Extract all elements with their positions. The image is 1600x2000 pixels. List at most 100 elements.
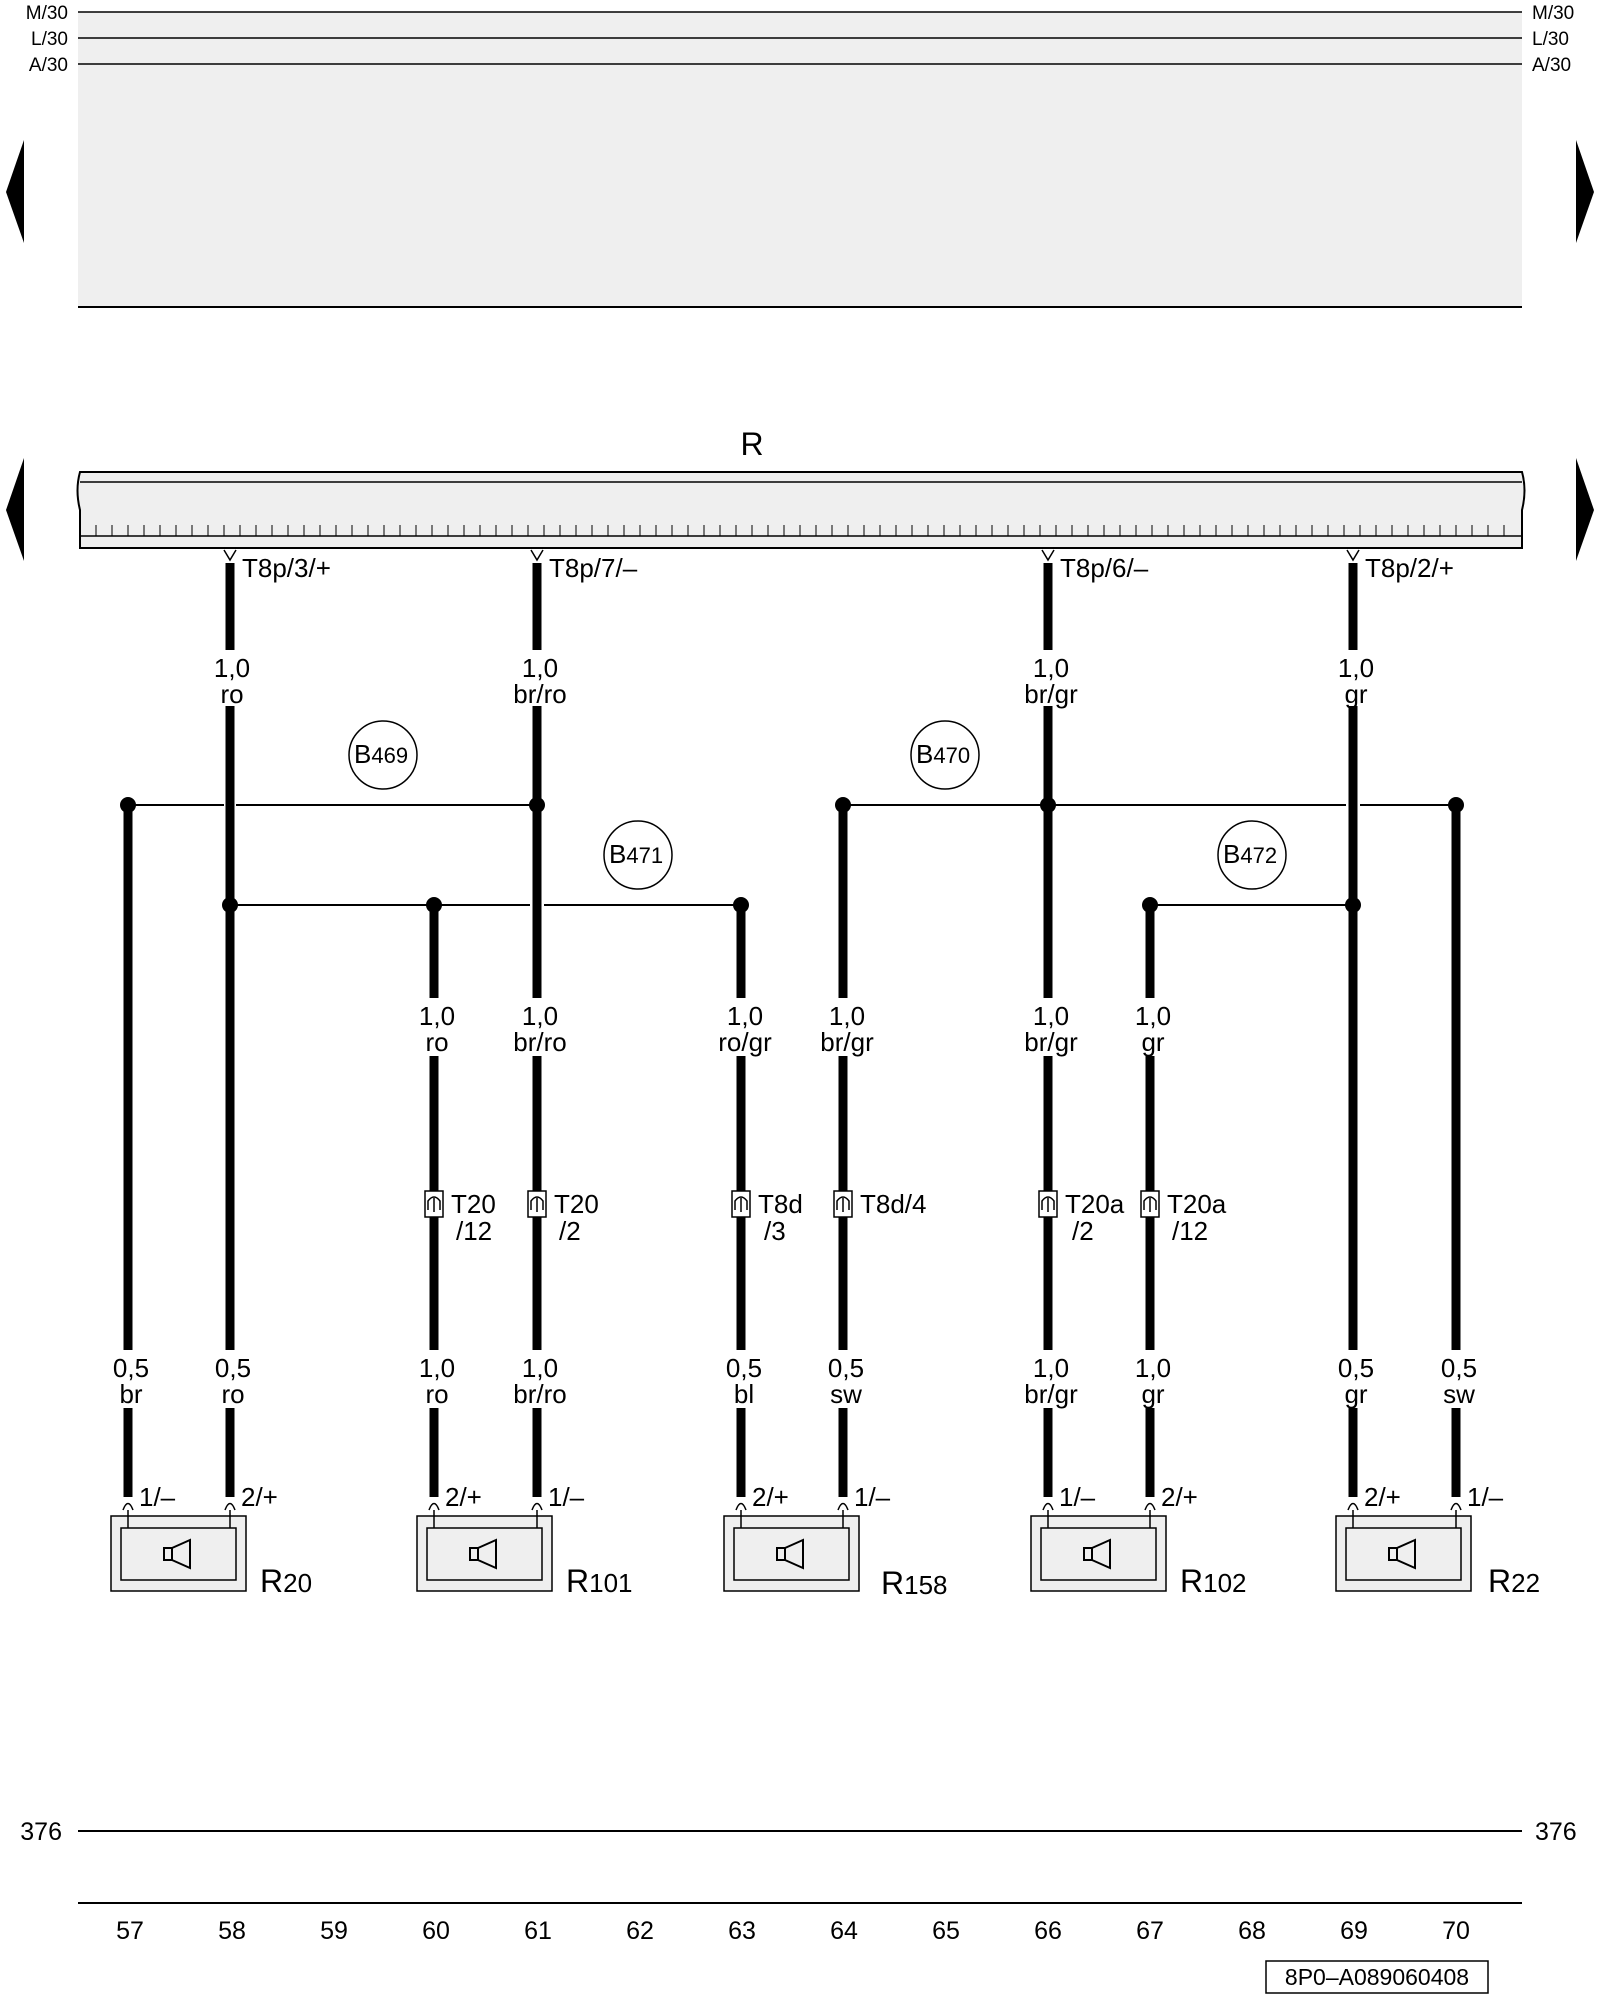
- wire-label-upper: 1,0 br/gr: [1018, 650, 1084, 709]
- svg-text:/3: /3: [764, 1216, 786, 1246]
- svg-text:1,0: 1,0: [1033, 653, 1069, 683]
- wire-label-mid: 1,0 br/gr: [1018, 998, 1084, 1057]
- column-number: 61: [524, 1917, 552, 1945]
- svg-text:1,0: 1,0: [1033, 1001, 1069, 1031]
- radio-pin-label: T8p/6/–: [1060, 553, 1149, 583]
- column-number: 66: [1034, 1917, 1062, 1945]
- svg-text:T20: T20: [451, 1189, 496, 1219]
- svg-text:R20: R20: [260, 1563, 312, 1599]
- speaker-pin-terminals: [122, 1502, 1462, 1511]
- speaker-pin-label: 1/–: [854, 1482, 891, 1512]
- speaker-icon: [163, 1538, 191, 1570]
- svg-text:0,5: 0,5: [215, 1353, 251, 1383]
- connector-t20-2: T20 /2: [527, 1189, 599, 1246]
- svg-text:T20a: T20a: [1167, 1189, 1227, 1219]
- arrow-left-icon[interactable]: [6, 458, 24, 561]
- svg-text:1,0: 1,0: [727, 1001, 763, 1031]
- svg-text:br/gr: br/gr: [1024, 679, 1078, 709]
- connector-t20-12: T20 /12: [424, 1189, 496, 1246]
- svg-text:1,0: 1,0: [419, 1001, 455, 1031]
- connector-t20a-2: T20a /2: [1038, 1189, 1125, 1246]
- rail-label-right: L/30: [1532, 29, 1569, 50]
- wire-label-low: 0,5 sw: [1437, 1350, 1479, 1409]
- speaker-r101: R101: [416, 1510, 633, 1599]
- wire-label-mid: 1,0 ro/gr: [711, 998, 777, 1057]
- svg-text:1,0: 1,0: [1135, 1353, 1171, 1383]
- rail-label-right: M/30: [1532, 3, 1574, 24]
- svg-text:0,5: 0,5: [1338, 1353, 1374, 1383]
- splice-dots: [120, 797, 1464, 913]
- splice-b470: B470: [910, 720, 980, 790]
- column-number: 70: [1442, 1917, 1470, 1945]
- svg-text:ro: ro: [425, 1027, 448, 1057]
- svg-text:gr: gr: [1344, 679, 1367, 709]
- speaker-pin-label: 2/+: [445, 1482, 482, 1512]
- svg-text:sw: sw: [830, 1379, 862, 1409]
- svg-text:1,0: 1,0: [1033, 1353, 1069, 1383]
- speaker-r22: R22: [1335, 1510, 1540, 1599]
- wire-label-low: 0,5 br: [110, 1350, 150, 1409]
- svg-text:B469: B469: [354, 739, 408, 769]
- wire-label-low: 0,5 sw: [825, 1350, 867, 1409]
- speaker-icon: [469, 1538, 497, 1570]
- radio-pin-label: T8p/7/–: [549, 553, 638, 583]
- column-number: 69: [1340, 1917, 1368, 1945]
- connector-t8d-3: T8d /3: [731, 1189, 803, 1246]
- svg-text:1,0: 1,0: [1338, 653, 1374, 683]
- rail-label-left: L/30: [31, 29, 68, 50]
- svg-text:0,5: 0,5: [828, 1353, 864, 1383]
- svg-text:T20: T20: [554, 1189, 599, 1219]
- speaker-r102: R102: [1030, 1510, 1247, 1599]
- svg-text:1,0: 1,0: [419, 1353, 455, 1383]
- svg-text:0,5: 0,5: [113, 1353, 149, 1383]
- svg-text:T20a: T20a: [1065, 1189, 1125, 1219]
- arrow-right-icon[interactable]: [1576, 140, 1594, 243]
- svg-text:gr: gr: [1344, 1379, 1367, 1409]
- speaker-pin-label: 2/+: [1364, 1482, 1401, 1512]
- column-number: 65: [932, 1917, 960, 1945]
- svg-text:/2: /2: [1072, 1216, 1094, 1246]
- speaker-pin-label: 1/–: [139, 1482, 176, 1512]
- svg-text:br/ro: br/ro: [513, 1027, 566, 1057]
- speaker-icon: [1083, 1538, 1111, 1570]
- drawing-code: 8P0–A089060408: [1265, 1960, 1489, 1994]
- svg-text:br/ro: br/ro: [513, 1379, 566, 1409]
- svg-text:R101: R101: [566, 1563, 633, 1599]
- svg-text:ro: ro: [221, 1379, 244, 1409]
- wire-label-upper: 1,0 br/ro: [508, 650, 570, 709]
- svg-text:B472: B472: [1223, 839, 1277, 869]
- column-number: 60: [422, 1917, 450, 1945]
- wires: [123, 563, 1461, 1497]
- svg-text:ro: ro: [220, 679, 243, 709]
- column-number: 58: [218, 1917, 246, 1945]
- svg-text:br/gr: br/gr: [1024, 1379, 1078, 1409]
- radio-connector-pins: [223, 549, 1360, 562]
- svg-text:/12: /12: [1172, 1216, 1208, 1246]
- svg-text:br/gr: br/gr: [1024, 1027, 1078, 1057]
- column-number: 64: [830, 1917, 858, 1945]
- svg-text:T8d/4: T8d/4: [860, 1189, 927, 1219]
- svg-text:ro: ro: [425, 1379, 448, 1409]
- speaker-pin-label: 1/–: [548, 1482, 585, 1512]
- column-number: 62: [626, 1917, 654, 1945]
- column-number: 68: [1238, 1917, 1266, 1945]
- svg-text:br/gr: br/gr: [820, 1027, 874, 1057]
- splice-b469: B469: [348, 720, 418, 790]
- radio-label: R: [740, 426, 763, 462]
- wire-label-low: 1,0 br/gr: [1018, 1350, 1084, 1409]
- svg-text:B471: B471: [609, 839, 663, 869]
- wire-label-low: 0,5 gr: [1335, 1350, 1375, 1409]
- svg-text:1,0: 1,0: [522, 1353, 558, 1383]
- wire-label-mid: 1,0 ro: [416, 998, 456, 1057]
- rail-label-left: A/30: [29, 55, 68, 76]
- column-number: 57: [116, 1917, 144, 1945]
- wire-label-mid: 1,0 br/gr: [814, 998, 880, 1057]
- svg-text:1,0: 1,0: [522, 1001, 558, 1031]
- svg-text:8P0–A089060408: 8P0–A089060408: [1285, 1964, 1469, 1990]
- wire-label-low: 1,0 ro: [416, 1350, 456, 1409]
- svg-text:R102: R102: [1180, 1563, 1247, 1599]
- fuse-panel-area: [78, 12, 1522, 307]
- arrow-left-icon[interactable]: [6, 140, 24, 243]
- arrow-right-icon[interactable]: [1576, 458, 1594, 561]
